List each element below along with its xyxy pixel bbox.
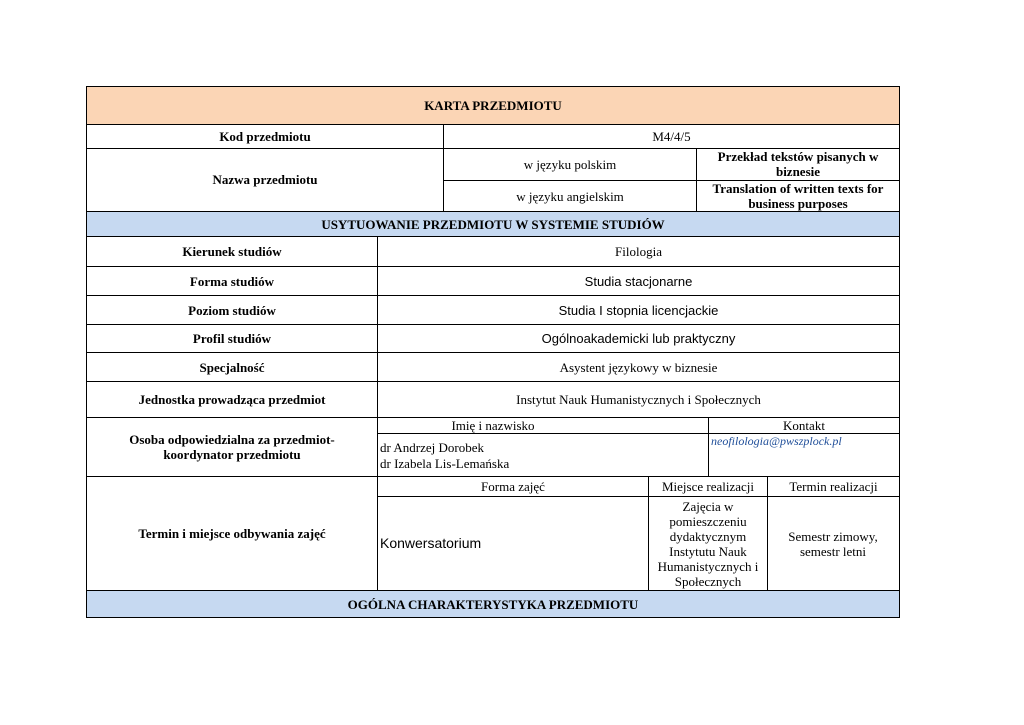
course-code-label: Kod przedmiotu <box>219 128 311 144</box>
section-heading-ogolna: OGÓLNA CHARAKTERYSTYKA PRZEDMIOTU <box>347 596 639 612</box>
specialization-label: Specjalność <box>199 359 265 375</box>
unit-label: Jednostka prowadząca przedmiot <box>138 392 326 407</box>
page-title: KARTA PRZEDMIOTU <box>424 98 562 113</box>
section-heading-usytuowanie: USYTUOWANIE PRZEDMIOTU W SYSTEMIE STUDIÓ… <box>321 216 665 232</box>
contact-email-link[interactable]: neofilologia@pwszplock.pl <box>711 434 842 448</box>
polish-name-label: w języku polskim <box>523 156 617 172</box>
coordinator-name-2: dr Izabela Lis-Lemańska <box>380 456 510 471</box>
term-column-header: Termin realizacji <box>789 479 878 494</box>
name-column-header: Imię i nazwisko <box>451 418 535 433</box>
unit-value: Instytut Nauk Humanistycznych i Społeczn… <box>516 392 761 407</box>
header-background <box>87 87 899 124</box>
course-code-value: M4/4/5 <box>652 128 691 144</box>
course-name-label: Nazwa przedmiotu <box>212 172 318 187</box>
specialization-value: Asystent językowy w biznesie <box>559 359 718 375</box>
contact-column-header: Kontakt <box>783 418 825 433</box>
study-profile-label: Profil studiów <box>192 331 272 346</box>
english-name-value: Translation of written texts for busines… <box>712 181 884 211</box>
class-form-column-header: Forma zajęć <box>481 479 545 494</box>
location-value: Zajęcia w pomieszczeniu dydaktycznym Ins… <box>657 498 759 589</box>
field-of-study-label: Kierunek studiów <box>182 244 282 259</box>
study-form-value: Studia stacjonarne <box>584 273 693 289</box>
term-value: Semestr zimowy, semestr letni <box>788 528 878 559</box>
course-card-table <box>86 86 900 618</box>
study-level-label: Poziom studiów <box>188 302 276 318</box>
english-name-label: w języku angielskim <box>516 188 624 204</box>
location-column-header: Miejsce realizacji <box>661 479 755 494</box>
polish-name-value: Przekład tekstów pisanych w biznesie <box>717 149 879 179</box>
coordinator-name-1: dr Andrzej Dorobek <box>380 440 484 455</box>
study-level-value: Studia I stopnia licencjackie <box>558 302 719 318</box>
field-of-study-value: Filologia <box>615 244 662 259</box>
schedule-label: Termin i miejsce odbywania zajęć <box>138 526 326 541</box>
study-profile-value: Ogólnoakademicki lub praktyczny <box>541 331 736 346</box>
study-form-label: Forma studiów <box>189 273 275 289</box>
section-background-usytuowanie <box>87 212 899 236</box>
coordinator-label: Osoba odpowiedzialna za przedmiot- koord… <box>129 432 335 462</box>
class-form-value: Konwersatorium <box>380 535 482 551</box>
section-background-ogolna <box>87 591 899 617</box>
